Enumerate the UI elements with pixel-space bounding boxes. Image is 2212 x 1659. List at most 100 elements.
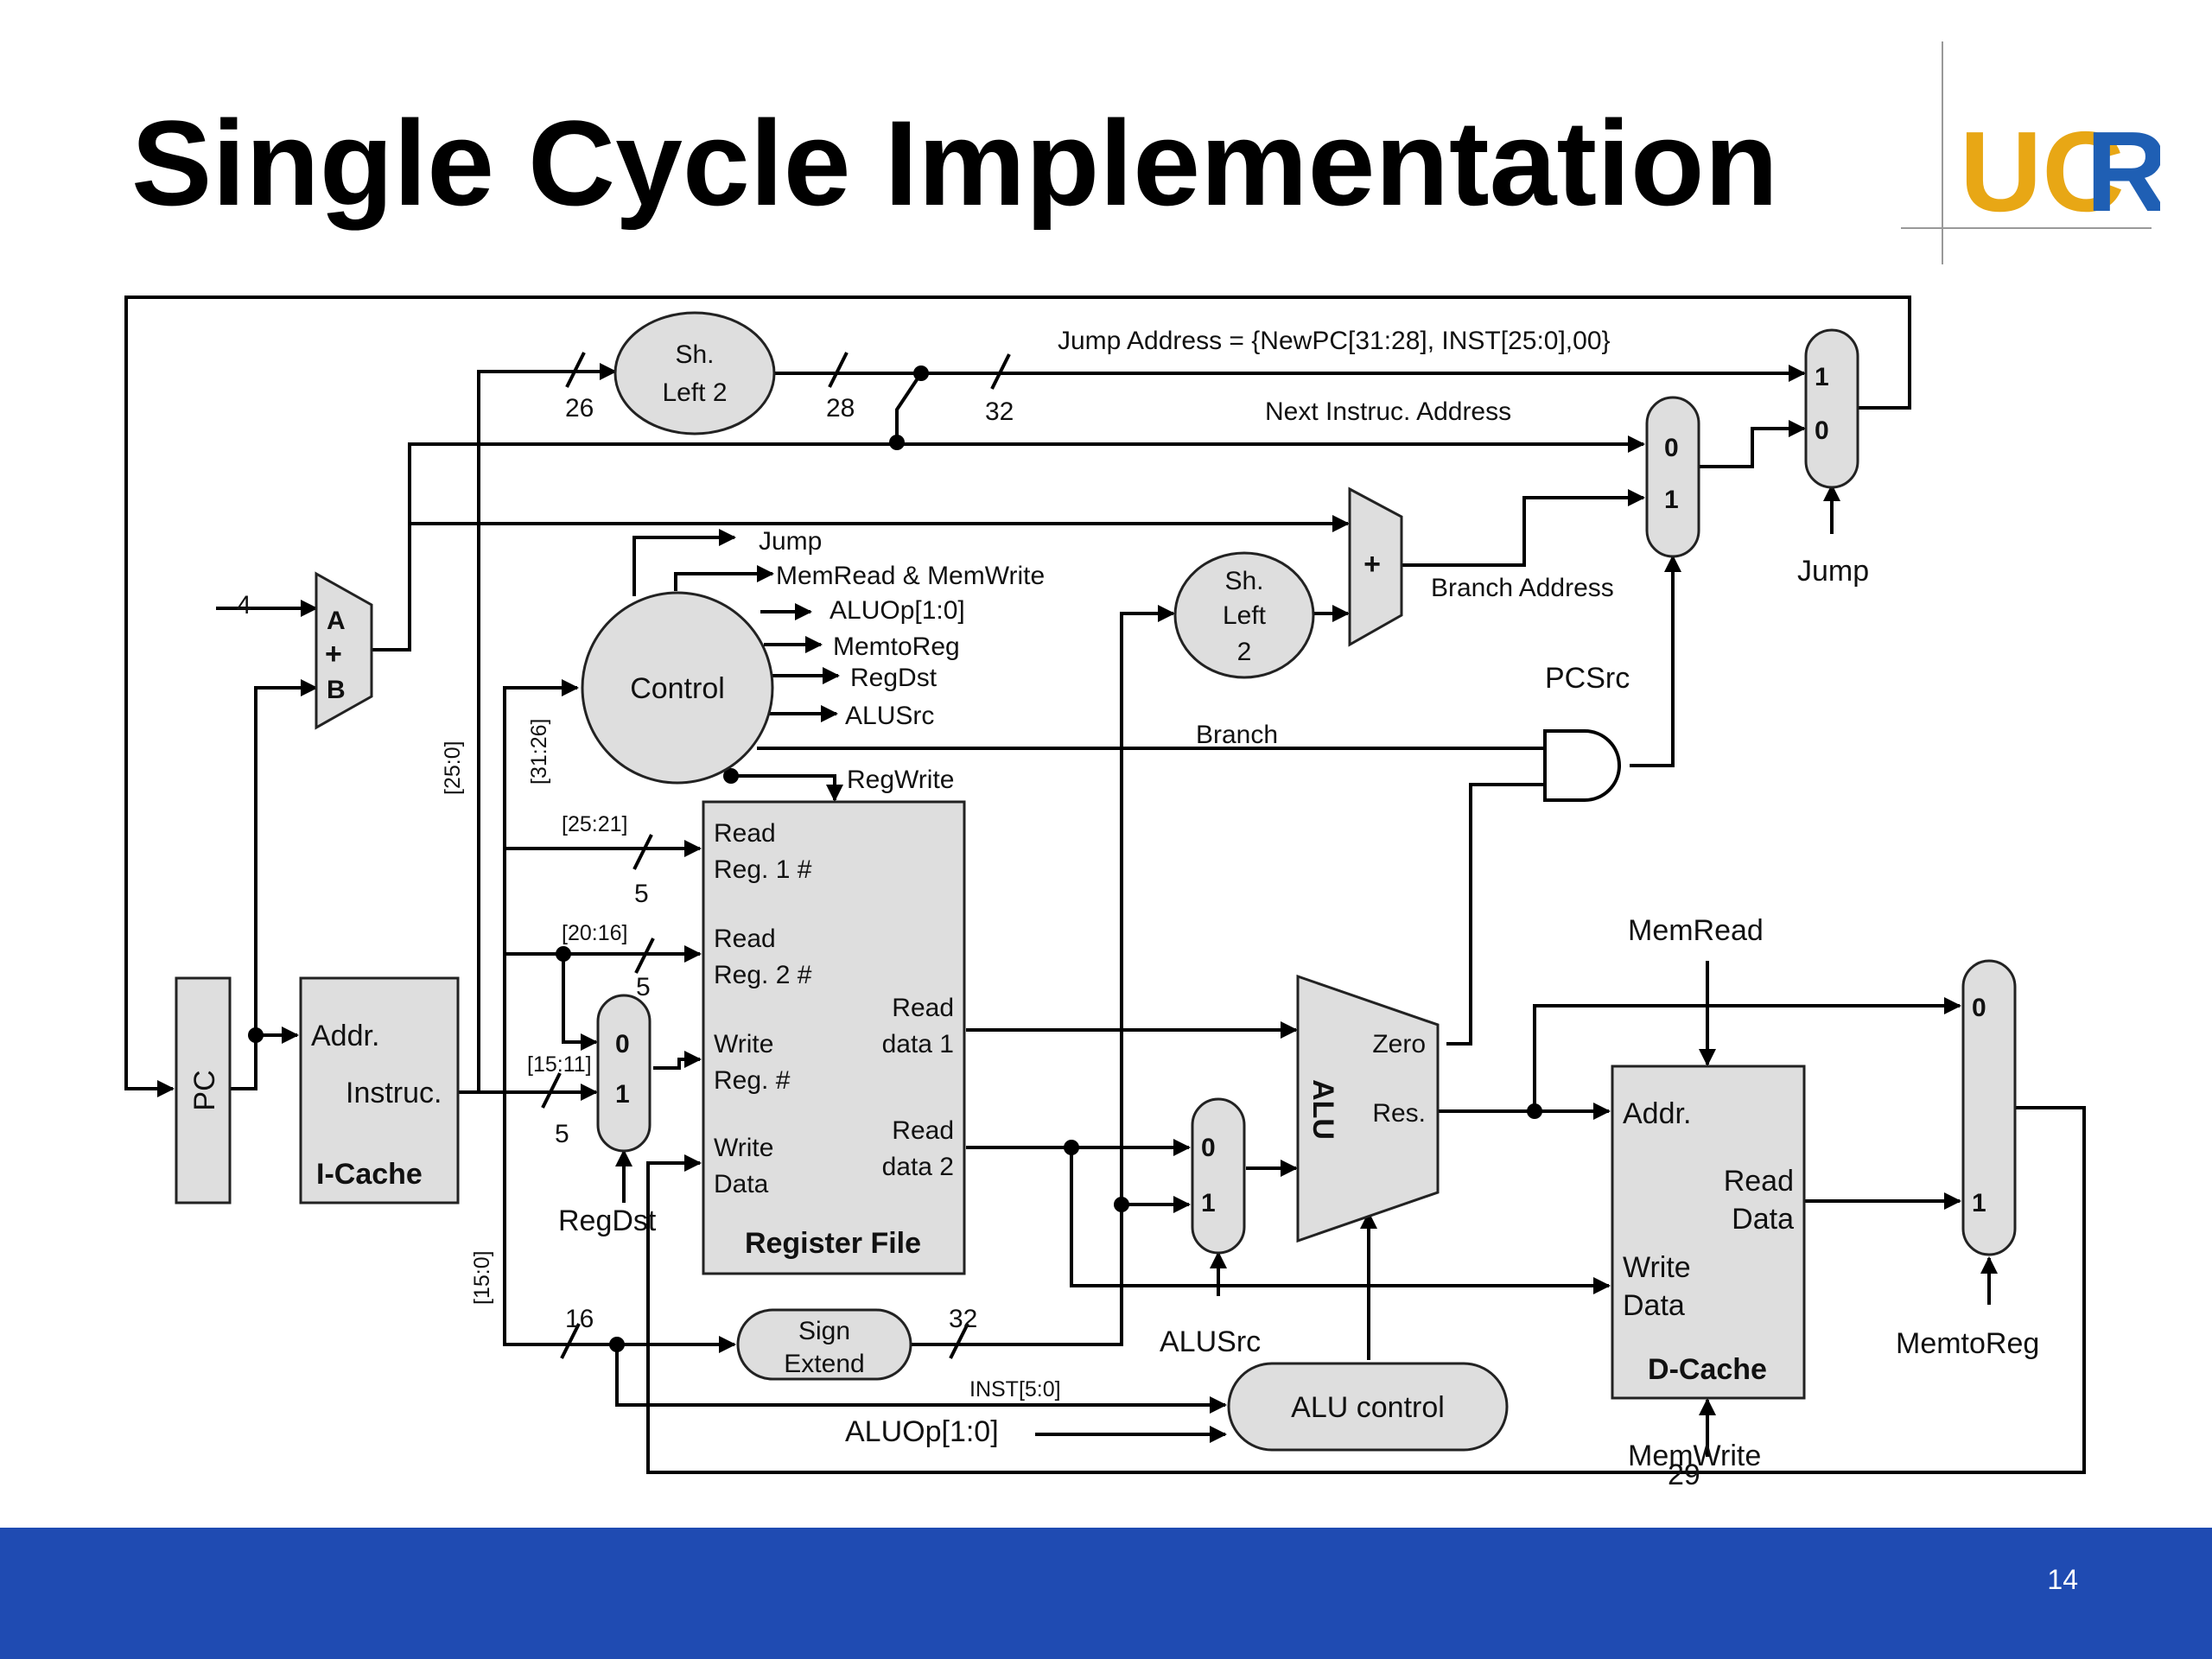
branch-signal-label: Branch	[1196, 721, 1278, 749]
rf-write-data-a: Write	[714, 1134, 773, 1162]
jump-mux-0: 0	[1815, 416, 1829, 445]
dcache-addr-label: Addr.	[1623, 1097, 1691, 1130]
alusrc-mux	[1191, 1097, 1246, 1255]
dcache-write-a: Write	[1623, 1251, 1691, 1284]
alusrc-mux-0: 0	[1201, 1134, 1216, 1162]
field-25-21: [25:21]	[562, 812, 627, 836]
rf-read-reg1-b: Reg. 1 #	[714, 855, 812, 884]
branch-address-label: Branch Address	[1431, 574, 1614, 602]
regdst-mux-0: 0	[615, 1030, 630, 1058]
shift-left-2-branch	[1173, 551, 1315, 679]
svg-text:R: R	[2086, 108, 2160, 235]
pc-label: PC	[188, 1070, 221, 1110]
alu	[1296, 974, 1440, 1243]
dcache-read-a: Read	[1724, 1165, 1794, 1198]
memtoreg-mux-0: 0	[1972, 994, 1986, 1022]
shift-left-2-jump	[613, 311, 776, 435]
inst5-0-label: INST[5:0]	[969, 1377, 1061, 1402]
branch-and-gate	[1543, 729, 1621, 802]
junction-dots	[248, 365, 1542, 1352]
rf-read-data1-b: data 1	[882, 1030, 954, 1058]
adder-b-label: B	[327, 676, 346, 704]
memtoreg-mux	[1961, 959, 2017, 1256]
rf-read-data2-b: data 2	[882, 1153, 954, 1181]
alusrc-label: ALUSrc	[1160, 1325, 1261, 1358]
footer-bar	[0, 1528, 2212, 1659]
memread-label: MemRead	[1628, 914, 1764, 947]
width-32b: 32	[949, 1305, 977, 1333]
width-5a: 5	[634, 880, 649, 908]
control-unit	[581, 591, 774, 785]
pc-register	[175, 976, 232, 1205]
rf-read-reg2-b: Reg. 2 #	[714, 961, 812, 989]
rf-read-data1-a: Read	[892, 994, 954, 1022]
icache-name: I-Cache	[316, 1158, 423, 1191]
dcache-name: D-Cache	[1648, 1353, 1767, 1386]
control-out-memtoreg: MemtoReg	[833, 632, 960, 661]
alu-name: ALU	[1306, 1079, 1339, 1140]
alu-control	[1227, 1362, 1509, 1452]
shl2-top-line1: Sh.	[675, 340, 714, 369]
overlay-number: 29	[1668, 1459, 1700, 1491]
control-out-alusrc: ALUSrc	[845, 702, 934, 730]
memtoreg-label: MemtoReg	[1896, 1327, 2039, 1360]
width-16: 16	[565, 1305, 594, 1333]
dcache-block	[1611, 1065, 1806, 1400]
slide-title: Single Cycle Implementation	[131, 95, 1778, 231]
dcache-write-b: Data	[1623, 1289, 1685, 1322]
memwrite-label: MemWrite	[1628, 1440, 1761, 1472]
rf-name: Register File	[745, 1227, 921, 1260]
memtoreg-mux-1: 1	[1972, 1189, 1986, 1217]
wires	[124, 296, 2086, 1474]
sign-extend-line2: Extend	[784, 1350, 864, 1378]
regdst-mux-1: 1	[615, 1080, 630, 1109]
field-25-0: [25:0]	[441, 741, 465, 795]
control-out-jump: Jump	[759, 527, 822, 556]
icache-block	[299, 976, 460, 1205]
pcsrc-mux	[1645, 396, 1700, 558]
adder-plus-label: +	[325, 638, 342, 671]
field-20-16: [20:16]	[562, 921, 627, 945]
regdst-label: RegDst	[558, 1205, 657, 1237]
branch-adder-plus: +	[1363, 548, 1381, 581]
adder-a-label: A	[327, 607, 346, 635]
control-out-aluop: ALUOp[1:0]	[830, 596, 965, 625]
svg-text:UC: UC	[1960, 108, 2125, 235]
rf-write-reg-b: Reg. #	[714, 1066, 791, 1095]
shl2-branch-line3: 2	[1237, 638, 1252, 666]
alu-res-label: Res.	[1372, 1099, 1426, 1128]
alu-zero-label: Zero	[1372, 1030, 1426, 1058]
jump-address-label: Jump Address = {NewPC[31:28], INST[25:0]…	[1058, 327, 1611, 355]
width-32a: 32	[985, 397, 1014, 426]
regdst-mux	[596, 994, 652, 1153]
next-instruc-label: Next Instruc. Address	[1265, 397, 1511, 426]
sign-extend-line1: Sign	[798, 1317, 850, 1345]
icache-instruc-label: Instruc.	[346, 1077, 442, 1109]
alusrc-mux-1: 1	[1201, 1189, 1216, 1217]
icache-addr-label: Addr.	[311, 1020, 379, 1052]
control-out-regwrite: RegWrite	[847, 766, 954, 794]
jump-signal-label: Jump	[1797, 555, 1869, 588]
shl2-top-line2: Left 2	[662, 378, 727, 407]
control-name: Control	[630, 672, 725, 705]
field-15-11: [15:11]	[527, 1052, 592, 1077]
pcsrc-mux-1: 1	[1664, 486, 1679, 514]
rf-write-reg-a: Write	[714, 1030, 773, 1058]
alu-control-label: ALU control	[1291, 1391, 1445, 1424]
control-out-memrw: MemRead & MemWrite	[776, 562, 1045, 590]
width-26: 26	[565, 394, 594, 423]
rf-read-reg1-a: Read	[714, 819, 776, 848]
register-file	[702, 800, 966, 1275]
branch-adder	[1348, 486, 1403, 647]
control-out-regdst: RegDst	[850, 664, 938, 692]
pcsrc-mux-0: 0	[1664, 434, 1679, 462]
dcache-read-b: Data	[1732, 1203, 1794, 1236]
jump-mux-1: 1	[1815, 363, 1829, 391]
adder-four-label: 4	[237, 591, 251, 620]
width-5c: 5	[555, 1120, 569, 1148]
ucr-logo: UC R	[1901, 41, 2160, 264]
shl2-branch-line1: Sh.	[1224, 567, 1263, 595]
rf-write-data-b: Data	[714, 1170, 769, 1198]
jump-mux	[1804, 328, 1859, 489]
rf-read-reg2-a: Read	[714, 925, 776, 953]
